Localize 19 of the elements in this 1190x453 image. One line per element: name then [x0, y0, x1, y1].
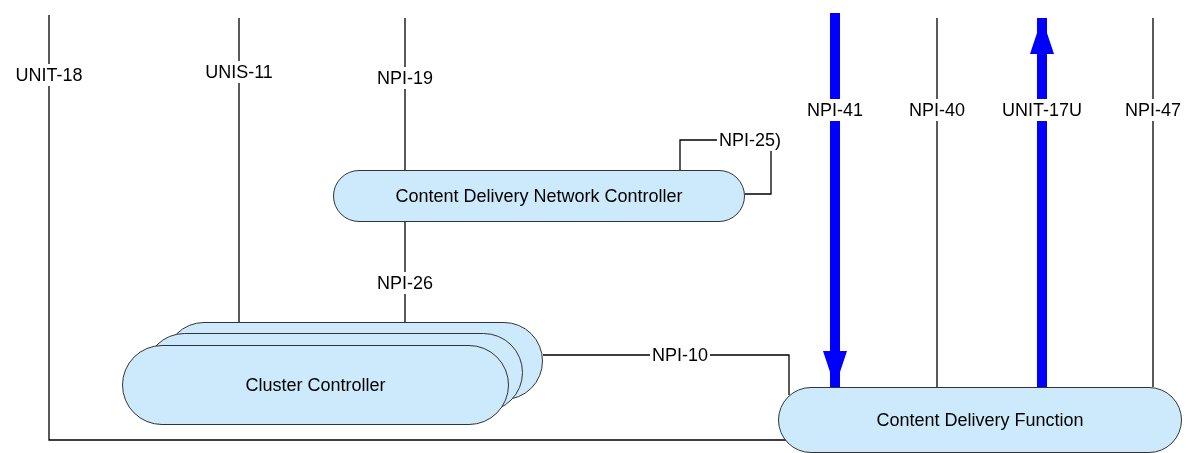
- edge-label: NPI-26: [375, 272, 435, 294]
- node-label: Cluster Controller: [245, 373, 386, 397]
- edge-label: UNIT-18: [13, 64, 85, 86]
- connector-line: [238, 17, 240, 323]
- node-label: Content Delivery Network Controller: [395, 184, 683, 208]
- arrow: [823, 13, 847, 387]
- connector-line: [1152, 17, 1154, 388]
- edge-label: NPI-47: [1123, 99, 1183, 121]
- edge-label: NPI-40: [907, 99, 967, 121]
- edge-label: NPI-19: [375, 67, 435, 89]
- edge-label: UNIT-17U: [1000, 99, 1084, 121]
- edge-label: UNIS-11: [203, 61, 275, 83]
- node-label: Content Delivery Function: [876, 408, 1084, 432]
- process-pill: [333, 170, 745, 222]
- edge-label: NPI-41: [805, 99, 865, 121]
- connector-line: [404, 17, 406, 171]
- connector-line: [936, 17, 938, 388]
- arrow: [1030, 18, 1054, 387]
- stacked-process-pill: [122, 322, 543, 425]
